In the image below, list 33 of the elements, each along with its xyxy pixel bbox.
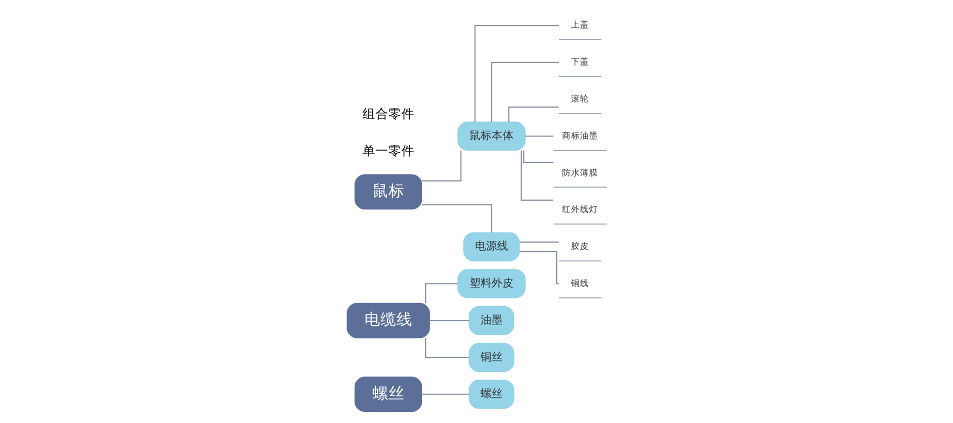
node-text: 滚轮 — [570, 94, 589, 104]
node-box: 鼠标本体 — [456, 122, 526, 151]
connector — [424, 338, 468, 358]
connector — [429, 320, 469, 322]
connector — [474, 24, 558, 122]
node-box: 油墨 — [468, 306, 514, 336]
node-box: 鼠标 — [354, 174, 422, 210]
node-box: 电缆线 — [346, 302, 430, 338]
node-text: 红外线灯 — [562, 205, 598, 216]
node-box: 电源线 — [462, 232, 520, 262]
connector — [524, 136, 553, 137]
connector — [522, 150, 553, 164]
connector — [519, 242, 558, 243]
node-box: 塑料外皮 — [456, 269, 526, 298]
connector — [424, 283, 457, 304]
node-text: 胶皮 — [570, 242, 589, 252]
node-box: 螺丝 — [468, 380, 514, 409]
connector — [520, 150, 553, 201]
label: 组合零件 — [362, 106, 414, 121]
node-text: 商标油墨 — [562, 131, 598, 142]
node-text: 下盖 — [570, 58, 589, 68]
node-text: 防水薄膜 — [562, 168, 598, 178]
node-text: 铜线 — [570, 278, 589, 289]
connector — [421, 394, 468, 395]
node-box: 螺丝 — [354, 376, 422, 412]
connector — [490, 62, 558, 122]
connector — [519, 250, 558, 284]
label: 单一零件 — [362, 142, 414, 158]
node-text: 上盖 — [570, 20, 589, 31]
connector — [508, 106, 558, 122]
connector — [421, 150, 461, 182]
connector — [421, 204, 492, 233]
node-box: 铜丝 — [468, 342, 514, 372]
